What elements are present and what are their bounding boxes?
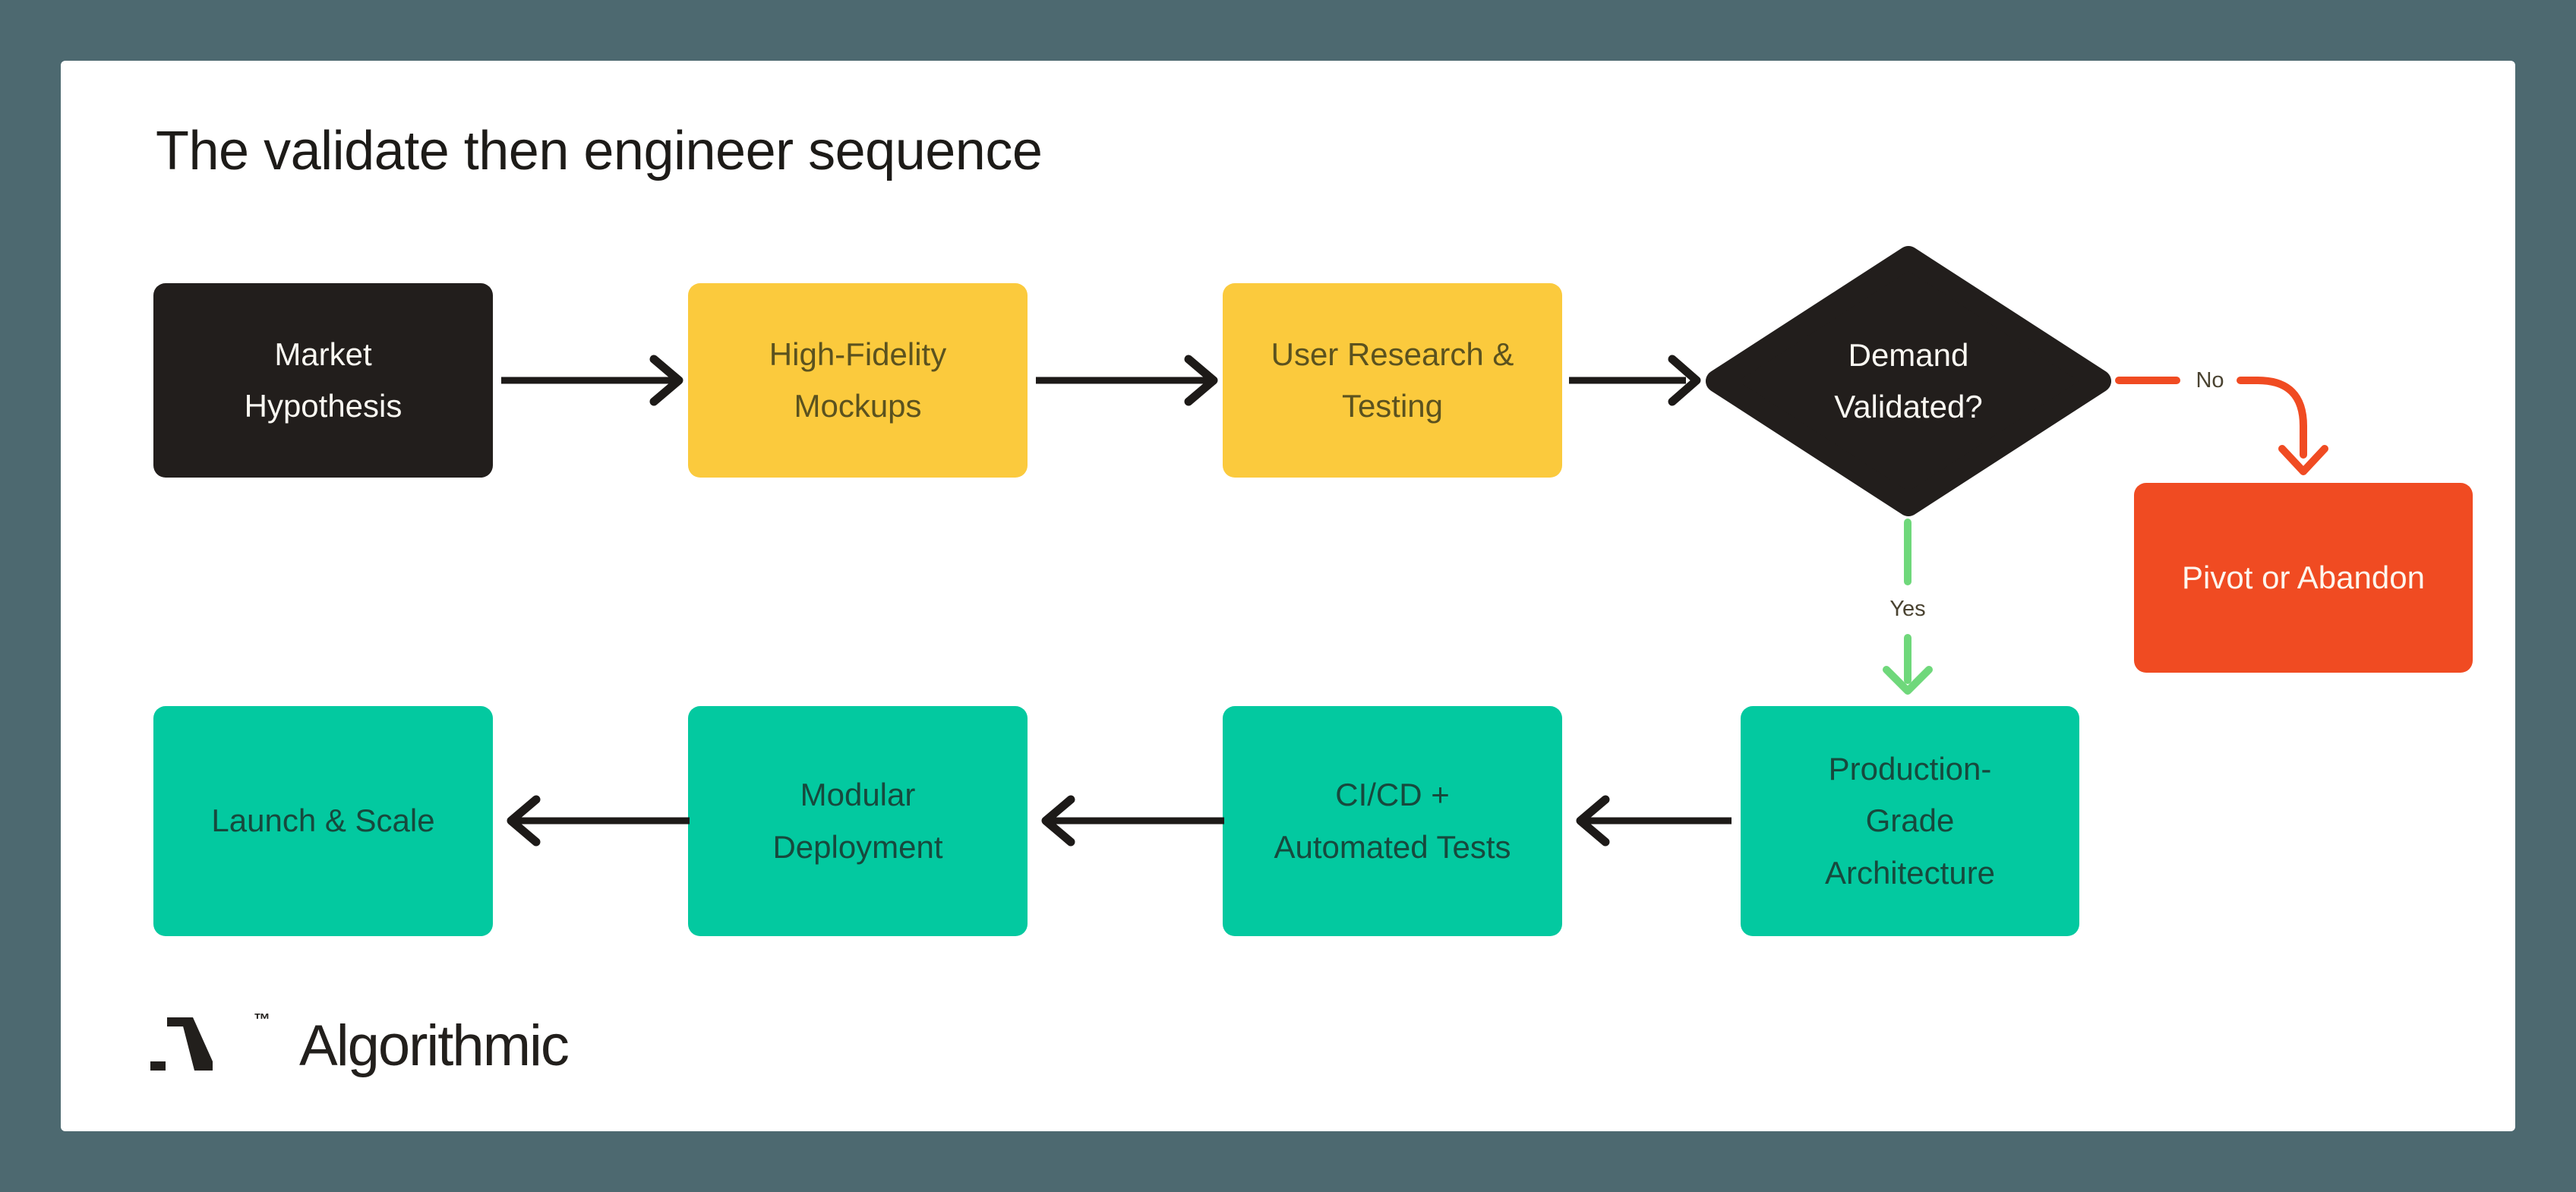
- node-production-grade-architecture: Production- Grade Architecture: [1741, 706, 2079, 936]
- node-line: Testing: [1341, 388, 1444, 424]
- node-line: Modular: [800, 777, 916, 813]
- diagram-card: The validate then engineer sequence Mark…: [61, 61, 2515, 1131]
- node-demand-validated-diamond: [1706, 246, 2111, 516]
- arrow-decision-to-architecture: [1883, 519, 1933, 695]
- node-line: Automated Tests: [1274, 828, 1511, 865]
- brand-name: Algorithmic: [299, 1014, 570, 1078]
- node-line: Market: [274, 336, 372, 372]
- node-line: Deployment: [772, 828, 943, 865]
- node-line: Mockups: [794, 388, 922, 424]
- node-launch-and-scale: Launch & Scale: [153, 706, 493, 936]
- trademark-symbol: ™: [254, 1010, 271, 1029]
- node-line: Demand: [1848, 336, 1969, 373]
- arrow-architecture-to-cicd: [1576, 795, 1732, 847]
- node-user-research-testing: User Research & Testing: [1223, 283, 1562, 478]
- node-line: Validated?: [1834, 389, 1983, 424]
- node-line: Production-: [1828, 751, 1992, 787]
- node-line: Hypothesis: [244, 388, 402, 424]
- arrow-deployment-to-launch: [507, 795, 690, 847]
- node-line: Grade: [1865, 803, 1955, 839]
- node-line: User Research &: [1271, 336, 1514, 372]
- node-line: High-Fidelity: [769, 336, 947, 372]
- edge-label-no: No: [2196, 368, 2224, 393]
- arrow-market-to-mockups: [501, 355, 683, 406]
- node-pivot-or-abandon: Pivot or Abandon: [2134, 483, 2473, 673]
- node-line: CI/CD +: [1335, 777, 1450, 813]
- node-line: Architecture: [1824, 854, 1996, 891]
- node-demand-validated-label: Demand Validated?: [1705, 245, 2112, 517]
- diagram-title: The validate then engineer sequence: [156, 121, 1043, 181]
- arrow-decision-to-pivot: [2115, 377, 2328, 475]
- node-line: Launch & Scale: [211, 803, 435, 839]
- arrow-mockups-to-research: [1036, 355, 1218, 406]
- node-line: Pivot or Abandon: [2182, 559, 2425, 595]
- edge-label-yes: Yes: [1889, 597, 1926, 621]
- node-market-hypothesis: Market Hypothesis: [153, 283, 493, 478]
- node-high-fidelity-mockups: High-Fidelity Mockups: [688, 283, 1028, 478]
- arrow-cicd-to-deployment: [1041, 795, 1224, 847]
- algorithmic-logo-icon: [150, 1017, 213, 1071]
- node-cicd-automated-tests: CI/CD + Automated Tests: [1223, 706, 1562, 936]
- node-modular-deployment: Modular Deployment: [688, 706, 1028, 936]
- arrow-research-to-decision: [1569, 355, 1701, 406]
